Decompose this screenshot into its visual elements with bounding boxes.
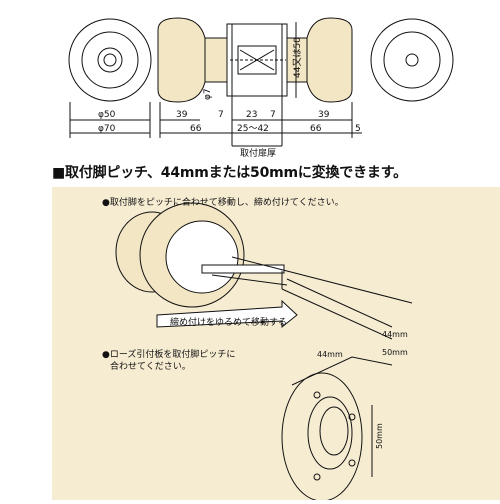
move-arrow	[156, 299, 298, 329]
rose-plate	[281, 372, 363, 502]
instruction-note-2-line1: ●ローズ引付板を取付脚ピッチに	[102, 350, 236, 360]
left-knob	[157, 17, 206, 103]
dimension-labels: φ50 φ70 39 66 7 23 7 39 66 5 25～42 φ7 44…	[98, 37, 361, 159]
dim-label: φ70	[98, 124, 116, 134]
right-rose-outer	[370, 18, 454, 102]
dim-label: 7	[270, 110, 276, 120]
arrow-instruction-label: 締め付けをゆるめて移動する	[170, 318, 288, 328]
knob-dimension-drawing: φ50 φ70 39 66 7 23 7 39 66 5 25～42 φ7 44…	[68, 17, 454, 159]
section-heading: ■取付脚ピッチ、44mmまたは50mmに変換できます。	[52, 165, 407, 181]
rose-50-label: 50mm	[375, 423, 384, 449]
dim-label: 25～42	[237, 124, 269, 134]
instruction-note-1: ●取付脚をピッチに合わせて移動し、締め付けてください。	[102, 198, 344, 208]
dim-label: 66	[310, 124, 322, 134]
dim-label: 66	[190, 124, 202, 134]
left-rose-outer	[68, 18, 152, 102]
pitch-50-label: 50mm	[382, 348, 408, 357]
instruction-note-2-line2: 合わせてください。	[110, 362, 191, 372]
rose-44-label: 44mm	[317, 350, 343, 359]
dim-label: 39	[176, 110, 188, 120]
dim-label: 5	[355, 124, 361, 134]
technical-drawing-panel: φ50 φ70 39 66 7 23 7 39 66 5 25～42 φ7 44…	[0, 0, 500, 160]
instruction-illustration: 44mm 50mm 44mm 50mm	[115, 202, 413, 502]
dim-label: 23	[246, 110, 257, 120]
dim-label: 39	[318, 110, 330, 120]
right-knob	[306, 17, 353, 103]
vertical-pitch-label: 44又は50	[292, 37, 303, 78]
dim-label: 7	[218, 110, 224, 120]
pitch-44-label: 44mm	[382, 330, 408, 339]
dim-label: φ7	[203, 88, 213, 100]
dim-label: φ50	[98, 110, 116, 120]
instruction-panel: 44mm 50mm 44mm 50mm ●取付脚をピッチに合わせて移動し、締め付…	[52, 187, 500, 502]
door-thickness-label: 取付扉厚	[240, 147, 276, 159]
